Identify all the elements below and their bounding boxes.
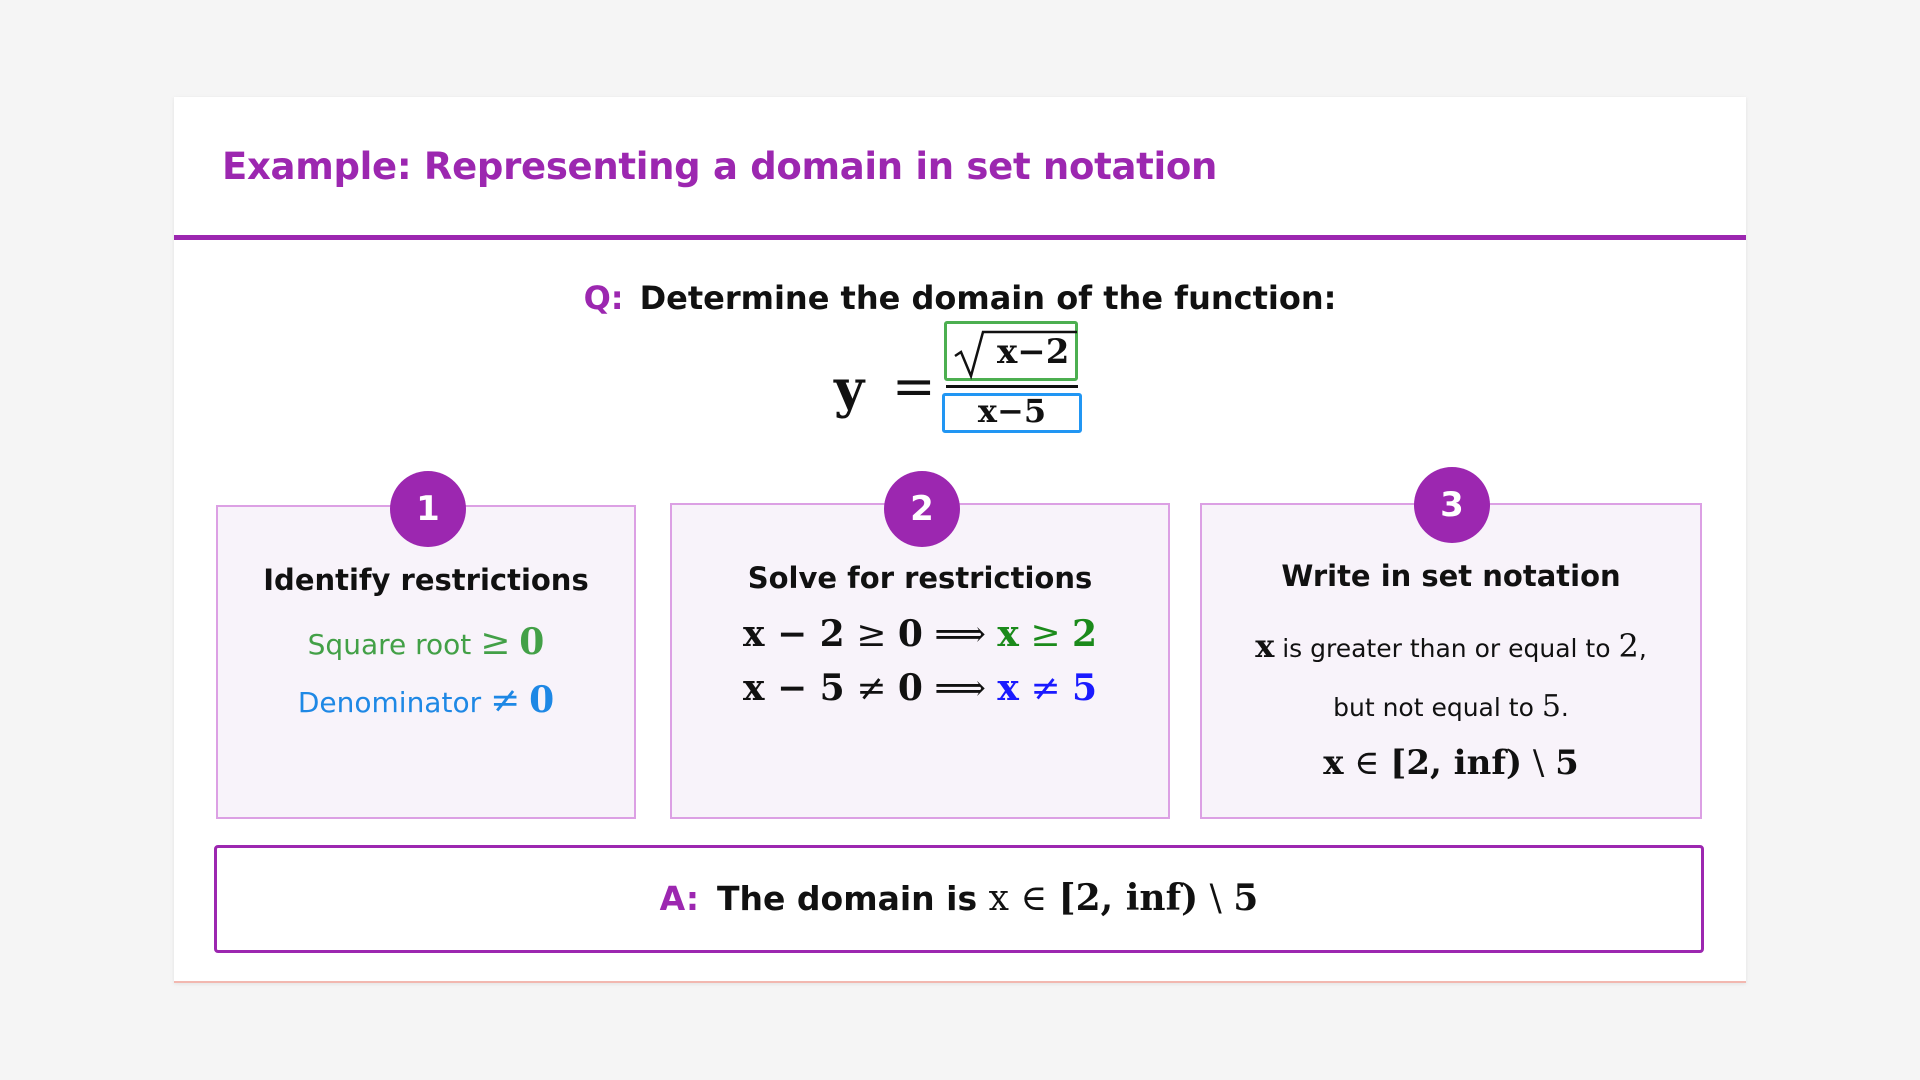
answer-text: The domain is bbox=[717, 879, 978, 918]
set-minus-symbol: \ bbox=[1532, 743, 1545, 783]
expression: x − 5 bbox=[742, 667, 845, 709]
step-number-badge: 3 bbox=[1414, 467, 1490, 543]
numerator-highlight: x−2 bbox=[944, 321, 1078, 381]
square-root-restriction: Square root ≥ 0 bbox=[218, 621, 634, 663]
question-text: Determine the domain of the function: bbox=[639, 279, 1337, 317]
expression: x − 2 bbox=[742, 613, 845, 655]
set-minus-symbol: \ bbox=[1209, 878, 1222, 919]
set-notation: x ∈ [2, inf) \ 5 bbox=[1202, 743, 1700, 783]
variable: x bbox=[1255, 627, 1275, 665]
question: Q: Determine the domain of the function: bbox=[174, 279, 1746, 317]
set-description-line-1: x is greater than or equal to 2, bbox=[1202, 627, 1700, 665]
solve-denominator: x − 5 ≠ 0 ⟹ x ≠ 5 bbox=[672, 667, 1168, 709]
description-text: but not equal to bbox=[1333, 693, 1534, 722]
equation-equals: = bbox=[892, 357, 936, 417]
answer-label: A: bbox=[659, 879, 700, 918]
interval: [2, inf) bbox=[1390, 743, 1523, 783]
relation-symbol: ≠ bbox=[856, 668, 887, 709]
zero: 0 bbox=[897, 667, 923, 709]
slide: Example: Representing a domain in set no… bbox=[174, 97, 1746, 983]
restriction-label: Denominator bbox=[297, 686, 482, 719]
denominator-highlight: x−5 bbox=[942, 393, 1082, 433]
restriction-value: 0 bbox=[529, 679, 555, 721]
equation-lhs: y bbox=[834, 359, 865, 420]
numerator: x−2 bbox=[997, 332, 1070, 372]
result-value: 5 bbox=[1071, 667, 1097, 709]
result-relation: ≠ bbox=[1030, 668, 1061, 709]
set-description-line-2: but not equal to 5. bbox=[1202, 689, 1700, 724]
element-of-symbol: ∈ bbox=[1354, 743, 1380, 783]
relation-symbol: ≥ bbox=[856, 614, 887, 655]
denominator: x−5 bbox=[977, 392, 1047, 430]
relation-symbol: ≠ bbox=[490, 680, 521, 721]
page-title: Example: Representing a domain in set no… bbox=[222, 145, 1218, 188]
implies-symbol: ⟹ bbox=[934, 614, 986, 655]
fraction-bar bbox=[946, 385, 1078, 388]
answer-excluded-value: 5 bbox=[1233, 877, 1259, 919]
square-root-icon bbox=[954, 330, 1077, 380]
result-relation: ≥ bbox=[1030, 614, 1061, 655]
solve-square-root: x − 2 ≥ 0 ⟹ x ≥ 2 bbox=[672, 613, 1168, 655]
restriction-value: 0 bbox=[519, 621, 545, 663]
step-card-1: 1 Identify restrictions Square root ≥ 0 … bbox=[216, 471, 636, 819]
variable: x bbox=[1323, 743, 1344, 783]
restriction-label: Square root bbox=[307, 628, 472, 661]
function-equation: y = x−2 x−5 bbox=[834, 321, 1254, 441]
zero: 0 bbox=[897, 613, 923, 655]
implies-symbol: ⟹ bbox=[934, 668, 986, 709]
step-title: Write in set notation bbox=[1281, 559, 1621, 593]
answer-interval: [2, inf) bbox=[1058, 877, 1199, 919]
answer-variable: x bbox=[988, 878, 1009, 919]
description-text: is greater than or equal to bbox=[1282, 634, 1611, 663]
answer-box: A: The domain is x ∈ [2, inf) \ 5 bbox=[214, 845, 1704, 953]
value: 5 bbox=[1541, 689, 1561, 724]
punctuation: , bbox=[1638, 634, 1647, 663]
relation-symbol: ≥ bbox=[480, 622, 511, 663]
question-label: Q: bbox=[583, 279, 624, 317]
step-number-badge: 1 bbox=[390, 471, 466, 547]
step-card-2: 2 Solve for restrictions x − 2 ≥ 0 ⟹ x ≥… bbox=[670, 471, 1170, 819]
result-variable: x bbox=[997, 613, 1019, 655]
excluded-value: 5 bbox=[1555, 743, 1579, 783]
step-title: Identify restrictions bbox=[263, 563, 589, 597]
punctuation: . bbox=[1560, 693, 1569, 722]
element-of-symbol: ∈ bbox=[1020, 878, 1048, 919]
step-title: Solve for restrictions bbox=[747, 561, 1093, 595]
step-card-3: 3 Write in set notation x is greater tha… bbox=[1200, 467, 1702, 819]
step-number-badge: 2 bbox=[884, 471, 960, 547]
denominator-restriction: Denominator ≠ 0 bbox=[218, 679, 634, 721]
title-divider bbox=[174, 235, 1746, 240]
result-value: 2 bbox=[1071, 613, 1097, 655]
value: 2 bbox=[1618, 627, 1639, 665]
result-variable: x bbox=[997, 667, 1019, 709]
